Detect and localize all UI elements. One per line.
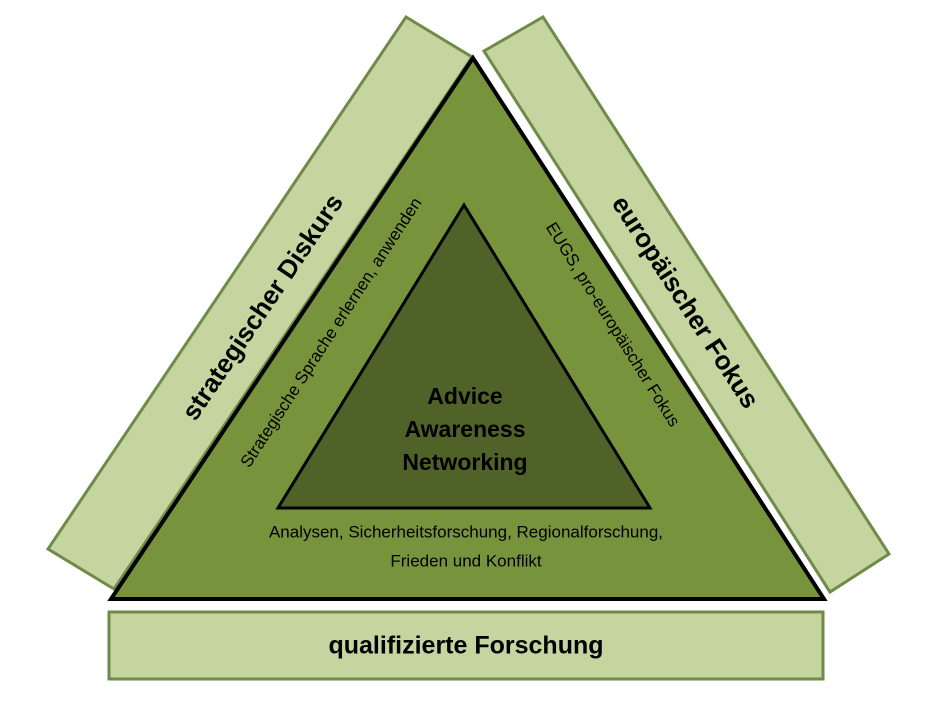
bottom-bar-shape xyxy=(107,610,825,681)
inner-triangle xyxy=(275,202,653,510)
bottom-bar-label: qualifizierte Forschung xyxy=(328,632,603,660)
center-line-advice: Advice xyxy=(427,383,502,409)
outer-bottom-text-line1: Analysen, Sicherheitsforschung, Regional… xyxy=(269,522,663,541)
bottom-bar: qualifizierte Forschung xyxy=(107,610,825,681)
center-line-networking: Networking xyxy=(402,449,527,475)
outer-bottom-text-line2: Frieden und Konflikt xyxy=(390,551,541,570)
center-line-awareness: Awareness xyxy=(404,416,525,442)
left-bar-shape xyxy=(45,14,475,592)
right-bar-shape xyxy=(481,14,892,595)
